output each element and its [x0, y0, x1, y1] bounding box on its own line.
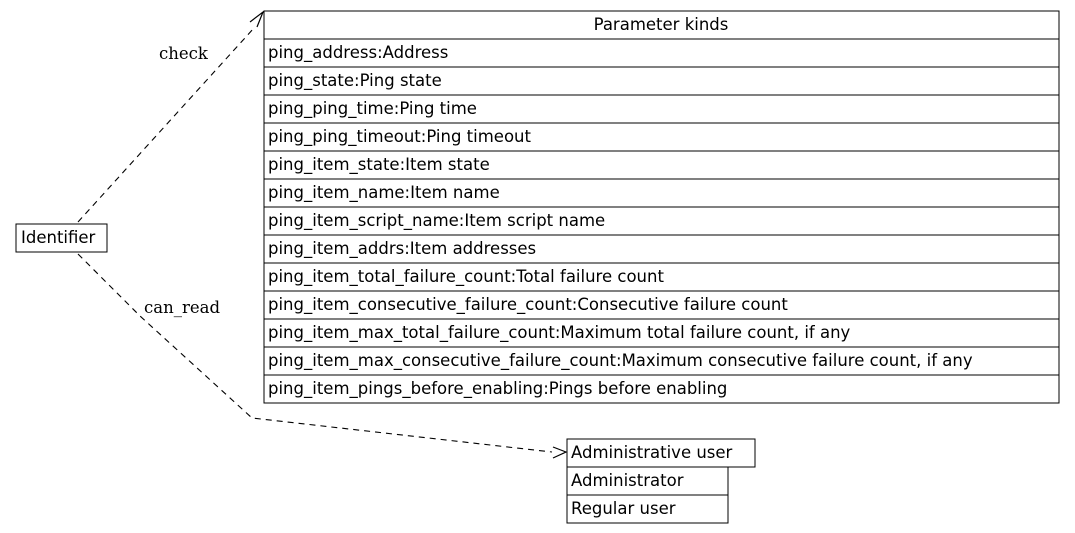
user-kind-row-text: Regular user — [571, 499, 676, 518]
node-parameter-kinds-title-cell — [263, 10, 1060, 40]
parameter-kind-row-cell — [263, 38, 1060, 68]
parameter-kind-row-cell — [263, 206, 1060, 236]
edge-check-label: check — [159, 44, 209, 63]
node-identifier: Identifier — [15, 223, 108, 253]
parameter-kind-row-cell — [263, 374, 1060, 404]
parameter-kind-row-text: ping_item_script_name:Item script name — [268, 211, 605, 231]
parameter-kind-row-text: ping_ping_timeout:Ping timeout — [268, 127, 532, 147]
parameter-kind-row-cell — [263, 346, 1060, 376]
parameter-kind-row-text: ping_item_max_total_failure_count:Maximu… — [268, 323, 851, 343]
parameter-kind-row-cell — [263, 290, 1060, 320]
parameter-kind-row-cell — [263, 150, 1060, 180]
parameter-kind-row-text: ping_item_consecutive_failure_count:Cons… — [268, 295, 788, 315]
parameter-kind-row-text: ping_item_name:Item name — [268, 183, 500, 203]
parameter-kind-row-text: ping_item_addrs:Item addresses — [268, 239, 536, 259]
parameter-kind-row-text: ping_address:Address — [268, 43, 448, 63]
node-identifier-box — [15, 223, 108, 253]
user-kind-row-cell — [566, 494, 729, 524]
edge-can-read: can_read — [77, 253, 568, 459]
node-administrative-user-title: Administrative user — [571, 443, 733, 462]
node-administrative-user-title-cell — [566, 438, 756, 468]
parameter-kind-row-cell — [263, 178, 1060, 208]
parameter-kind-row-text: ping_state:Ping state — [268, 71, 442, 91]
node-parameter-kinds: Parameter kinds ping_address:Addressping… — [263, 10, 1060, 404]
edge-can-read-line — [77, 253, 553, 453]
parameter-kind-row-text: ping_item_max_consecutive_failure_count:… — [268, 351, 973, 371]
edge-can-read-label: can_read — [144, 298, 220, 317]
user-kind-row-text: Administrator — [571, 471, 684, 490]
parameter-kind-row-text: ping_item_pings_before_enabling:Pings be… — [268, 379, 727, 399]
node-parameter-kinds-title: Parameter kinds — [594, 15, 729, 34]
edge-check: check — [77, 10, 265, 223]
parameter-kind-row-cell — [263, 234, 1060, 264]
parameter-kind-row-cell — [263, 318, 1060, 348]
parameter-kind-row-text: ping_ping_time:Ping time — [268, 99, 477, 119]
parameter-kind-row-text: ping_item_total_failure_count:Total fail… — [268, 267, 664, 287]
node-identifier-label: Identifier — [21, 228, 96, 247]
user-kind-row-cell — [566, 466, 729, 496]
node-parameter-kinds-rows: ping_address:Address ping_state:Ping stat… — [263, 38, 1060, 404]
parameter-kind-row-text: ping_item_state:Item state — [268, 155, 490, 175]
edge-check-arrowhead — [249, 10, 265, 28]
node-administrative-user: Administrative user AdministratorRegular… — [566, 438, 756, 524]
edge-can-read-arrowhead — [552, 446, 568, 459]
